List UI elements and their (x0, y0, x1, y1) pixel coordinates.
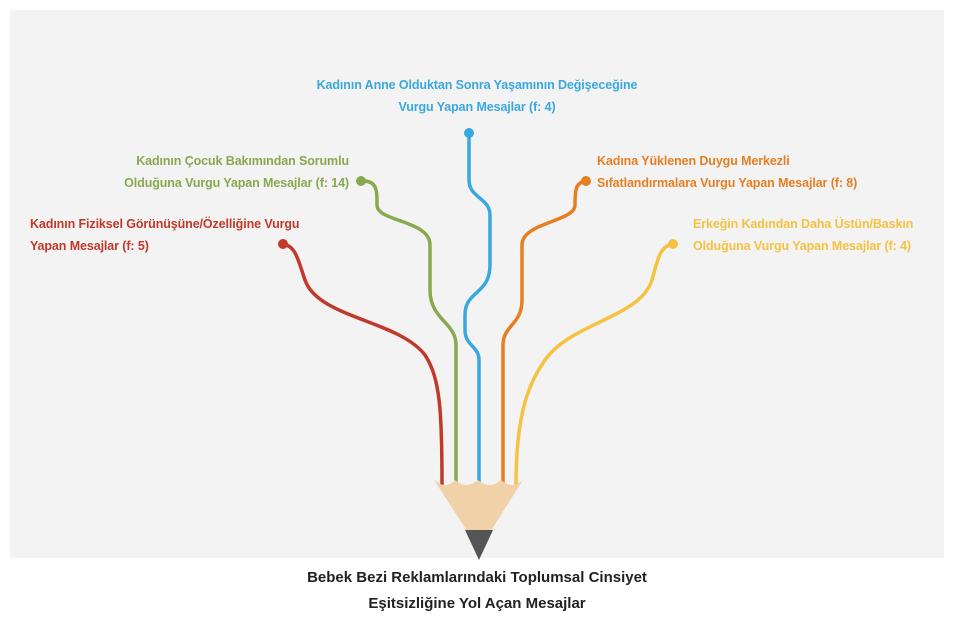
branch-line-childcare (359, 179, 458, 487)
branch-endpoint-dominance (668, 239, 678, 249)
branch-endpoint-emotion (581, 176, 591, 186)
branch-line-emotion (501, 179, 588, 487)
branch-endpoint-motherhood (464, 128, 474, 138)
branch-label-physical-line2: Yapan Mesajlar (f: 5) (30, 239, 149, 253)
diagram-title-line2: Eşitsizliğine Yol Açan Mesajlar (368, 595, 586, 612)
branch-line-dominance (514, 242, 675, 487)
branch-label-physical: Kadının Fiziksel Görünüşüne/Özelliğine V… (30, 213, 300, 257)
branch-label-motherhood-line1: Kadının Anne Olduktan Sonra Yaşamının De… (316, 78, 638, 92)
branch-label-dominance-line2: Olduğuna Vurgu Yapan Mesajlar (f: 4) (693, 239, 911, 253)
diagram-title-line1: Bebek Bezi Reklamlarındaki Toplumsal Cin… (307, 569, 647, 586)
pencil-wood (434, 480, 523, 537)
pencil-icon (434, 480, 523, 560)
branch-label-emotion-line2: Sıfatlandırmalara Vurgu Yapan Mesajlar (… (597, 176, 858, 190)
branch-label-dominance: Erkeğin Kadından Daha Üstün/Baskın Olduğ… (693, 213, 913, 257)
branch-endpoint-childcare (356, 176, 366, 186)
branch-line-physical (281, 242, 444, 487)
diagram-panel (10, 10, 944, 558)
diagram-title: Bebek Bezi Reklamlarındaki Toplumsal Cin… (0, 565, 954, 617)
branch-endpoint-physical (278, 239, 288, 249)
branch-line-motherhood (463, 131, 492, 487)
branch-label-emotion: Kadına Yüklenen Duygu Merkezli Sıfatland… (597, 150, 857, 194)
branch-label-childcare: Kadının Çocuk Bakımından Sorumlu Olduğun… (124, 150, 349, 194)
branch-label-childcare-line2: Olduğuna Vurgu Yapan Mesajlar (f: 14) (124, 176, 349, 190)
pencil-tip (465, 530, 493, 560)
branch-label-emotion-line1: Kadına Yüklenen Duygu Merkezli (597, 154, 790, 168)
branch-label-dominance-line1: Erkeğin Kadından Daha Üstün/Baskın (693, 217, 914, 231)
branch-label-physical-line1: Kadının Fiziksel Görünüşüne/Özelliğine V… (30, 217, 300, 231)
branch-label-motherhood-line2: Vurgu Yapan Mesajlar (f: 4) (398, 100, 556, 114)
branch-label-motherhood: Kadının Anne Olduktan Sonra Yaşamının De… (277, 74, 677, 118)
branch-label-childcare-line1: Kadının Çocuk Bakımından Sorumlu (136, 154, 349, 168)
